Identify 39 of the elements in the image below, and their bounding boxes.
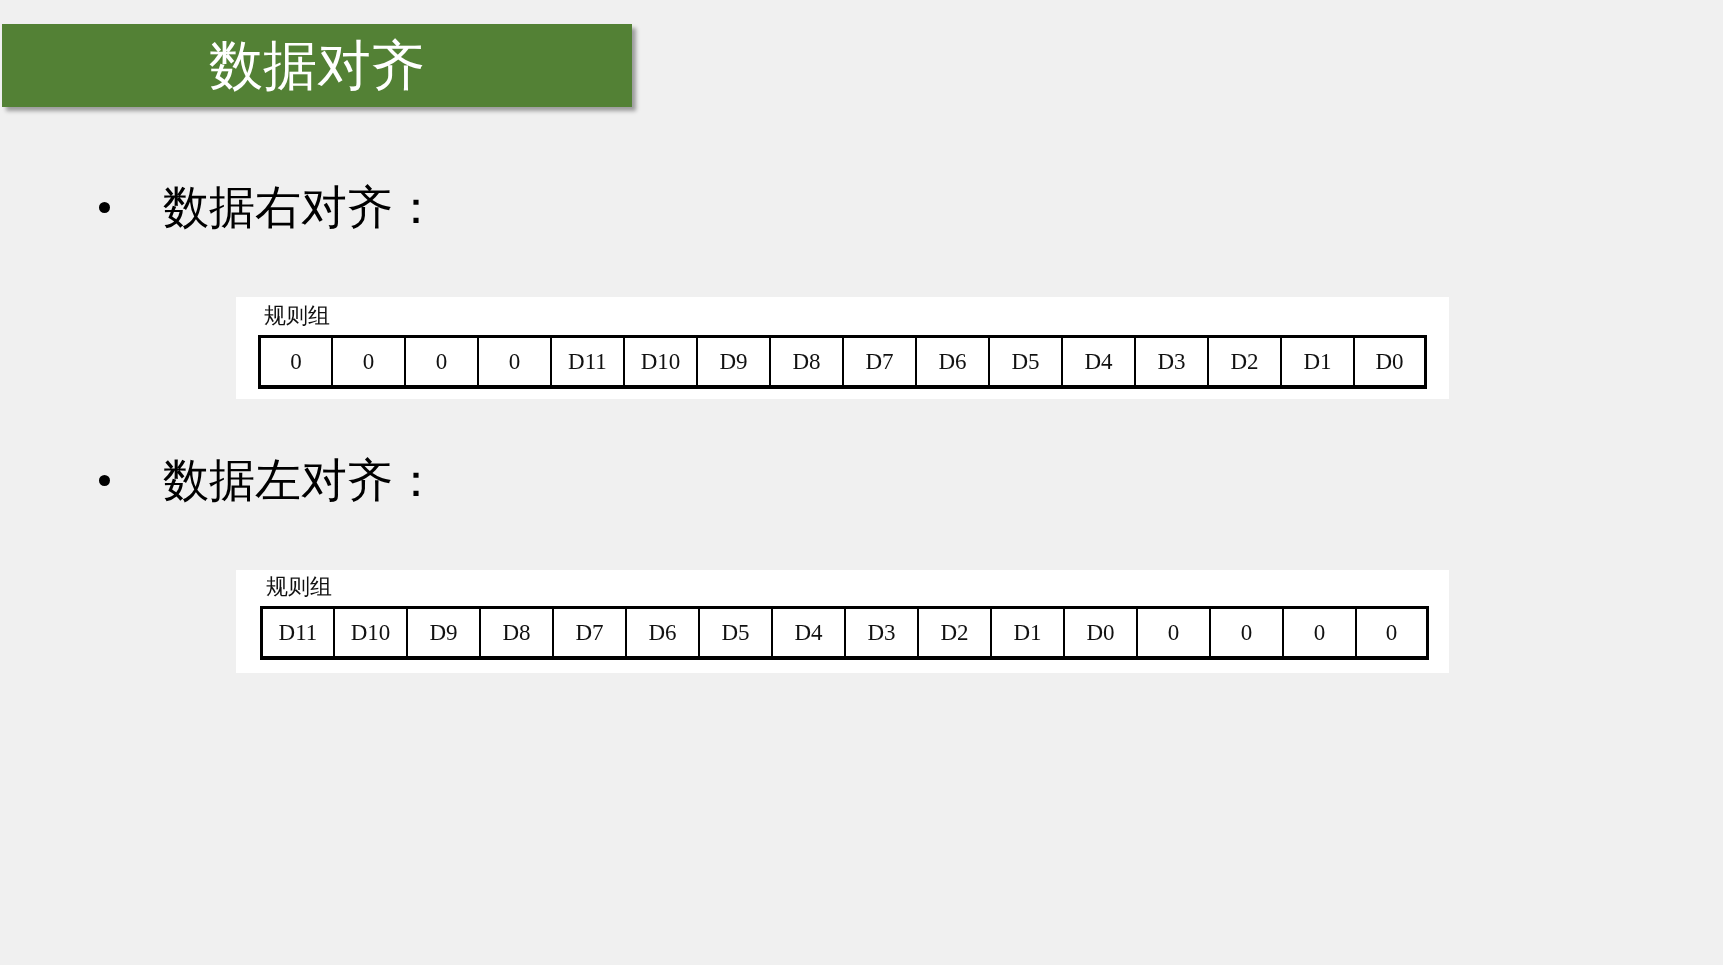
bullet-text: 数据右对齐： xyxy=(163,179,439,236)
bit-cell: D7 xyxy=(842,335,915,389)
bit-cell: 0 xyxy=(1136,606,1209,660)
bit-cell: D2 xyxy=(917,606,990,660)
bit-cell: D3 xyxy=(844,606,917,660)
bit-cell: 0 xyxy=(1282,606,1355,660)
bit-cell: D8 xyxy=(479,606,552,660)
bit-cell: D5 xyxy=(698,606,771,660)
register-panel xyxy=(236,570,1449,673)
bit-cell: D4 xyxy=(1061,335,1134,389)
bit-cell: D6 xyxy=(625,606,698,660)
bit-cell: D6 xyxy=(915,335,988,389)
bit-cell: D5 xyxy=(988,335,1061,389)
register-label: 规则组 xyxy=(266,573,332,601)
bullet-text: 数据左对齐： xyxy=(163,452,439,509)
bit-cell: D1 xyxy=(1280,335,1353,389)
bit-cell: 0 xyxy=(404,335,477,389)
bit-cell: 0 xyxy=(331,335,404,389)
bit-cell: D4 xyxy=(771,606,844,660)
bit-cell: D7 xyxy=(552,606,625,660)
bit-cell: D10 xyxy=(623,335,696,389)
bit-cell: D11 xyxy=(260,606,333,660)
bit-cell: D0 xyxy=(1063,606,1136,660)
bit-cell: D2 xyxy=(1207,335,1280,389)
bit-cell: 0 xyxy=(258,335,331,389)
bit-cell: D11 xyxy=(550,335,623,389)
bit-cell: 0 xyxy=(1209,606,1282,660)
bit-cell: D3 xyxy=(1134,335,1207,389)
bit-cell: 0 xyxy=(477,335,550,389)
bit-cell: D8 xyxy=(769,335,842,389)
bit-cell: D9 xyxy=(406,606,479,660)
register-label: 规则组 xyxy=(264,302,330,330)
bit-cell: 0 xyxy=(1355,606,1429,660)
bit-cell: D0 xyxy=(1353,335,1427,389)
register-panel xyxy=(236,297,1449,399)
bit-cell: D1 xyxy=(990,606,1063,660)
bit-cell: D10 xyxy=(333,606,406,660)
title-banner: 数据对齐 xyxy=(2,24,632,107)
bit-cell: D9 xyxy=(696,335,769,389)
